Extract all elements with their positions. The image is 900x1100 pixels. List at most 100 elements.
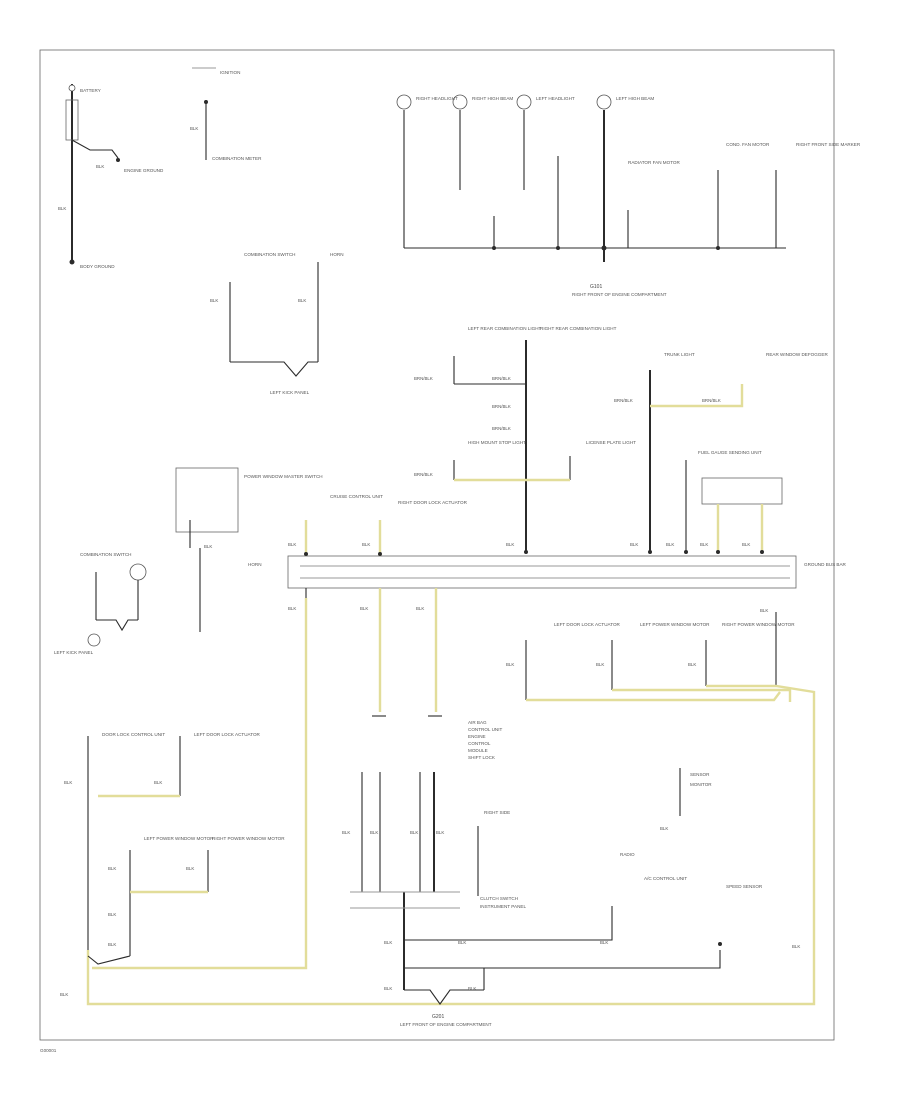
- radiator-fan-label: RADIATOR FAN MOTOR: [628, 160, 680, 165]
- fuel-sender-label: FUEL GAUGE SENDING UNIT: [698, 450, 762, 455]
- wire-color-label: BLK: [384, 940, 392, 945]
- right-door-lock-label: RIGHT DOOR LOCK ACTUATOR: [398, 500, 468, 505]
- wire-color-label: BLK: [108, 912, 116, 917]
- wire-color-label: BLK: [666, 542, 674, 547]
- horn-label: HORN: [248, 562, 262, 567]
- body-ground-label: BODY GROUND: [80, 264, 115, 269]
- wire-color-label: BRN/BLK: [414, 472, 433, 477]
- component-list-item: CONTROL: [468, 741, 491, 746]
- wire-color-label: BRN/BLK: [414, 376, 433, 381]
- wire-color-label: BRN/BLK: [702, 398, 721, 403]
- lower-right-ground-group: RADIO A/C CONTROL UNIT SENSOR MONITOR BL…: [620, 768, 800, 949]
- right-window-motor-label: RIGHT POWER WINDOW MOTOR: [722, 622, 795, 627]
- lower-left-ground-group: DOOR LOCK CONTROL UNIT LEFT DOOR LOCK AC…: [60, 732, 285, 997]
- left-high-beam-label: LEFT HIGH BEAM: [616, 96, 654, 101]
- wire-color-label: BLK: [370, 830, 378, 835]
- left-mid-ground-group: COMBINATION SWITCH HORN BLK BLK LEFT KIC…: [210, 252, 344, 395]
- high-mount-stop-label: HIGH MOUNT STOP LIGHT: [468, 440, 526, 445]
- wire-color-label: BLK: [410, 830, 418, 835]
- wire-color-label: BLK: [630, 542, 638, 547]
- right-window-motor-label: RIGHT POWER WINDOW MOTOR: [212, 836, 285, 841]
- ground-bus-bar-group: GROUND BUS BAR CRUISE CONTROL UNIT RIGHT…: [92, 494, 847, 970]
- wire-color-label: BLK: [108, 866, 116, 871]
- wire-color-label: BLK: [742, 542, 750, 547]
- wire-color-label: BLK: [436, 830, 444, 835]
- light-bulb-icon: [596, 94, 612, 110]
- wire-color-label: BRN/BLK: [492, 426, 511, 431]
- battery-terminal: [68, 84, 76, 92]
- battery-section: BATTERY BLK ENGINE GROUND BLK BODY GROUN…: [58, 67, 262, 269]
- headlight-ground-group: RIGHT HEADLIGHT RIGHT HIGH BEAM LEFT HEA…: [396, 94, 861, 297]
- fuel-pump-module: [701, 477, 783, 505]
- wire-color-label: BLK: [362, 542, 370, 547]
- wire-color-label: BLK: [384, 986, 392, 991]
- wire-color-label: BLK: [288, 606, 296, 611]
- page-label: G00001: [40, 1048, 57, 1053]
- horn-icon: [129, 563, 147, 581]
- wire-color-label: BLK: [186, 866, 194, 871]
- light-bulb-icon: [396, 94, 412, 110]
- radio-label: RADIO: [620, 852, 635, 857]
- wire-color-label: BLK: [506, 542, 514, 547]
- wire-color-label: BRN/BLK: [614, 398, 633, 403]
- wire-color-label: BLK: [416, 606, 424, 611]
- left-window-motor-label: LEFT POWER WINDOW MOTOR: [640, 622, 710, 627]
- left-headlight-label: LEFT HEADLIGHT: [536, 96, 575, 101]
- right-rear-light-label: RIGHT REAR COMBINATION LIGHT: [540, 326, 617, 331]
- power-window-relay-group: POWER WINDOW MASTER SWITCH BLK HORN COMB…: [54, 467, 323, 655]
- wire-color-label: BLK: [506, 662, 514, 667]
- wire-color-label: BLK: [660, 826, 668, 831]
- wire-color-label: BLK: [600, 940, 608, 945]
- wire-color-label: BLK: [190, 126, 198, 131]
- clutch-switch-label: CLUTCH SWITCH: [480, 896, 518, 901]
- left-front-caption: LEFT FRONT OF ENGINE COMPARTMENT: [400, 1022, 492, 1027]
- lower-center-ground-group: AIR BAG CONTROL UNIT ENGINE CONTROL MODU…: [342, 715, 721, 1027]
- cruise-control-label: CRUISE CONTROL UNIT: [330, 494, 383, 499]
- combination-meter-label: COMBINATION METER: [212, 156, 262, 161]
- light-bulb-icon: [516, 94, 532, 110]
- light-bulb-icon: [452, 94, 468, 110]
- wire-color-label: BLK: [792, 944, 800, 949]
- wire-color-label: BLK: [58, 206, 66, 211]
- wire-color-label: BLK: [688, 662, 696, 667]
- engine-ground-label: ENGINE GROUND: [124, 168, 164, 173]
- wire-color-label: BLK: [360, 606, 368, 611]
- wire-color-label: BLK: [60, 992, 68, 997]
- engine-compartment-caption: RIGHT FRONT OF ENGINE COMPARTMENT: [572, 292, 667, 297]
- wire-color-label: BLK: [596, 662, 604, 667]
- component-list-item: CONTROL UNIT: [468, 727, 502, 732]
- ground-point: [69, 259, 75, 265]
- wire-color-label: BLK: [458, 940, 466, 945]
- ground-id-label: G101: [590, 284, 602, 290]
- component-list-item: SHIFT LOCK: [468, 755, 496, 760]
- wire-color-label: BRN/BLK: [492, 376, 511, 381]
- left-window-motor-label: LEFT POWER WINDOW MOTOR: [144, 836, 214, 841]
- right-side-label: RIGHT SIDE: [484, 810, 510, 815]
- wire-color-label: BLK: [298, 298, 306, 303]
- wire-color-label: BLK: [96, 164, 104, 169]
- ignition-label: IGNITION: [220, 70, 240, 75]
- instrument-panel-label: INSTRUMENT PANEL: [480, 904, 526, 909]
- bus-bar-caption: GROUND BUS BAR: [804, 562, 847, 567]
- horn-label: HORN: [330, 252, 344, 257]
- right-high-beam-label: RIGHT HIGH BEAM: [472, 96, 513, 101]
- component-list-item: AIR BAG: [468, 720, 487, 725]
- side-marker-label: RIGHT FRONT SIDE MARKER: [796, 142, 861, 147]
- door-lock-control-label: DOOR LOCK CONTROL UNIT: [102, 732, 165, 737]
- ground-location-label: LEFT KICK PANEL: [54, 650, 94, 655]
- wire-color-label: BLK: [700, 542, 708, 547]
- sensor-label: SENSOR: [690, 772, 710, 777]
- battery-label: BATTERY: [80, 88, 101, 93]
- left-door-lock-label: LEFT DOOR LOCK ACTUATOR: [554, 622, 621, 627]
- wire-color-label: BLK: [288, 542, 296, 547]
- wire-color-label: BLK: [108, 942, 116, 947]
- left-kick-ground-label: LEFT KICK PANEL: [270, 390, 310, 395]
- speed-sensor-label: SPEED SENSOR: [726, 884, 763, 889]
- combination-switch-label: COMBINATION SWITCH: [80, 552, 131, 557]
- component-list-item: MODULE: [468, 748, 488, 753]
- ground-bus-bar: [287, 555, 797, 589]
- window-master-switch-label: POWER WINDOW MASTER SWITCH: [244, 474, 323, 479]
- wire-color-label: BLK: [760, 608, 768, 613]
- wire-color-label: BLK: [342, 830, 350, 835]
